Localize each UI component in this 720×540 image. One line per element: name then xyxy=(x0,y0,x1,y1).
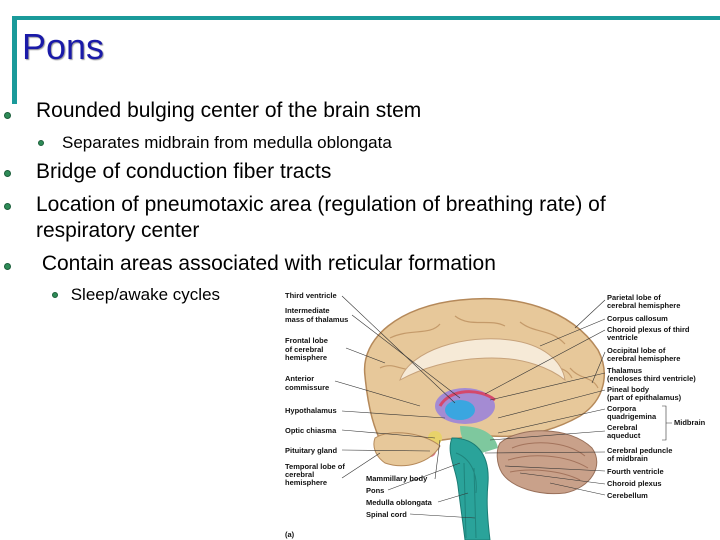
label-choroid-plexus-third: Choroid plexus of third xyxy=(607,325,690,334)
label-medulla-oblongata: Medulla oblongata xyxy=(366,498,433,507)
label-pituitary-gland: Pituitary gland xyxy=(285,446,338,455)
bullet-marker xyxy=(52,292,58,298)
slide-title: Pons xyxy=(22,26,105,67)
label-spinal-cord: Spinal cord xyxy=(366,510,407,519)
bullet-marker xyxy=(38,140,44,146)
label-intermediate-mass-line2: mass of thalamus xyxy=(285,315,348,324)
label-corpus-callosum: Corpus callosum xyxy=(607,314,668,323)
label-choroid-plexus: Choroid plexus xyxy=(607,479,662,488)
label-occipital-lobe-line2: cerebral hemisphere xyxy=(607,354,680,363)
label-third-ventricle: Third ventricle xyxy=(285,291,337,300)
label-anterior-commissure-line2: commissure xyxy=(285,383,329,392)
title-accent-bar xyxy=(12,16,720,20)
label-hypothalamus: Hypothalamus xyxy=(285,406,337,415)
bullet-marker xyxy=(4,112,11,119)
label-thalamus: Thalamus xyxy=(607,366,642,375)
label-frontal-lobe-line2: of cerebral xyxy=(285,345,323,354)
label-temporal-lobe: Temporal lobe of xyxy=(285,462,345,471)
title-side-bar xyxy=(12,16,17,104)
bullet-text: Separates midbrain from medulla oblongat… xyxy=(62,133,392,152)
label-parietal-lobe-line2: cerebral hemisphere xyxy=(607,301,680,310)
label-mammillary-body: Mammillary body xyxy=(366,474,428,483)
label-parietal-lobe: Parietal lobe of xyxy=(607,293,661,302)
label-intermediate-mass: Intermediate xyxy=(285,306,330,315)
label-choroid-plexus-third-line2: ventricle xyxy=(607,333,638,342)
label-cerebral-peduncle-line2: of midbrain xyxy=(607,454,648,463)
label-temporal-lobe-line2: cerebral xyxy=(285,470,314,479)
label-corpora-quadrigemina-line2: quadrigemina xyxy=(607,412,657,421)
label-occipital-lobe: Occipital lobe of xyxy=(607,346,666,355)
label-cerebral-aqueduct-line2: aqueduct xyxy=(607,431,641,440)
label-cerebral-peduncle: Cerebral peduncle xyxy=(607,446,672,455)
label-temporal-lobe-line3: hemisphere xyxy=(285,478,327,487)
bullet-text: Rounded bulging center of the brain stem xyxy=(36,99,422,122)
bullet-text: Sleep/awake cycles xyxy=(66,285,221,304)
label-anterior-commissure: Anterior xyxy=(285,374,314,383)
label-corpora-quadrigemina: Corpora xyxy=(607,404,637,413)
label-leader-lines xyxy=(334,295,672,519)
label-pineal-body-line2: (part of epithalamus) xyxy=(607,393,682,402)
bullet-text: Bridge of conduction fiber tracts xyxy=(36,160,332,183)
right-label-group: Parietal lobe of cerebral hemisphere Cor… xyxy=(607,293,706,500)
label-frontal-lobe: Frontal lobe xyxy=(285,336,328,345)
bottom-label-group: Mammillary body Pons Medulla oblongata S… xyxy=(285,474,433,539)
label-frontal-lobe-line3: hemisphere xyxy=(285,353,327,362)
label-pons: Pons xyxy=(366,486,384,495)
bullet-marker xyxy=(4,170,11,177)
bullet-marker xyxy=(4,203,11,210)
label-cerebral-aqueduct: Cerebral xyxy=(607,423,637,432)
left-label-group: Third ventricle Intermediate mass of tha… xyxy=(285,291,348,487)
label-pineal-body: Pineal body xyxy=(607,385,650,394)
label-cerebellum: Cerebellum xyxy=(607,491,648,500)
bullet-text-continuation: respiratory center xyxy=(36,219,200,242)
bullet-marker xyxy=(4,263,11,270)
brain-sagittal-figure: Third ventricle Intermediate mass of tha… xyxy=(285,291,706,540)
bullet-text: Location of pneumotaxic area (regulation… xyxy=(36,193,606,216)
label-fourth-ventricle: Fourth ventricle xyxy=(607,467,664,476)
label-midbrain: Midbrain xyxy=(674,418,706,427)
label-optic-chiasma: Optic chiasma xyxy=(285,426,337,435)
label-thalamus-line2: (encloses third ventricle) xyxy=(607,374,696,383)
figure-panel-label: (a) xyxy=(285,530,295,539)
bullet-text: Contain areas associated with reticular … xyxy=(36,252,496,275)
